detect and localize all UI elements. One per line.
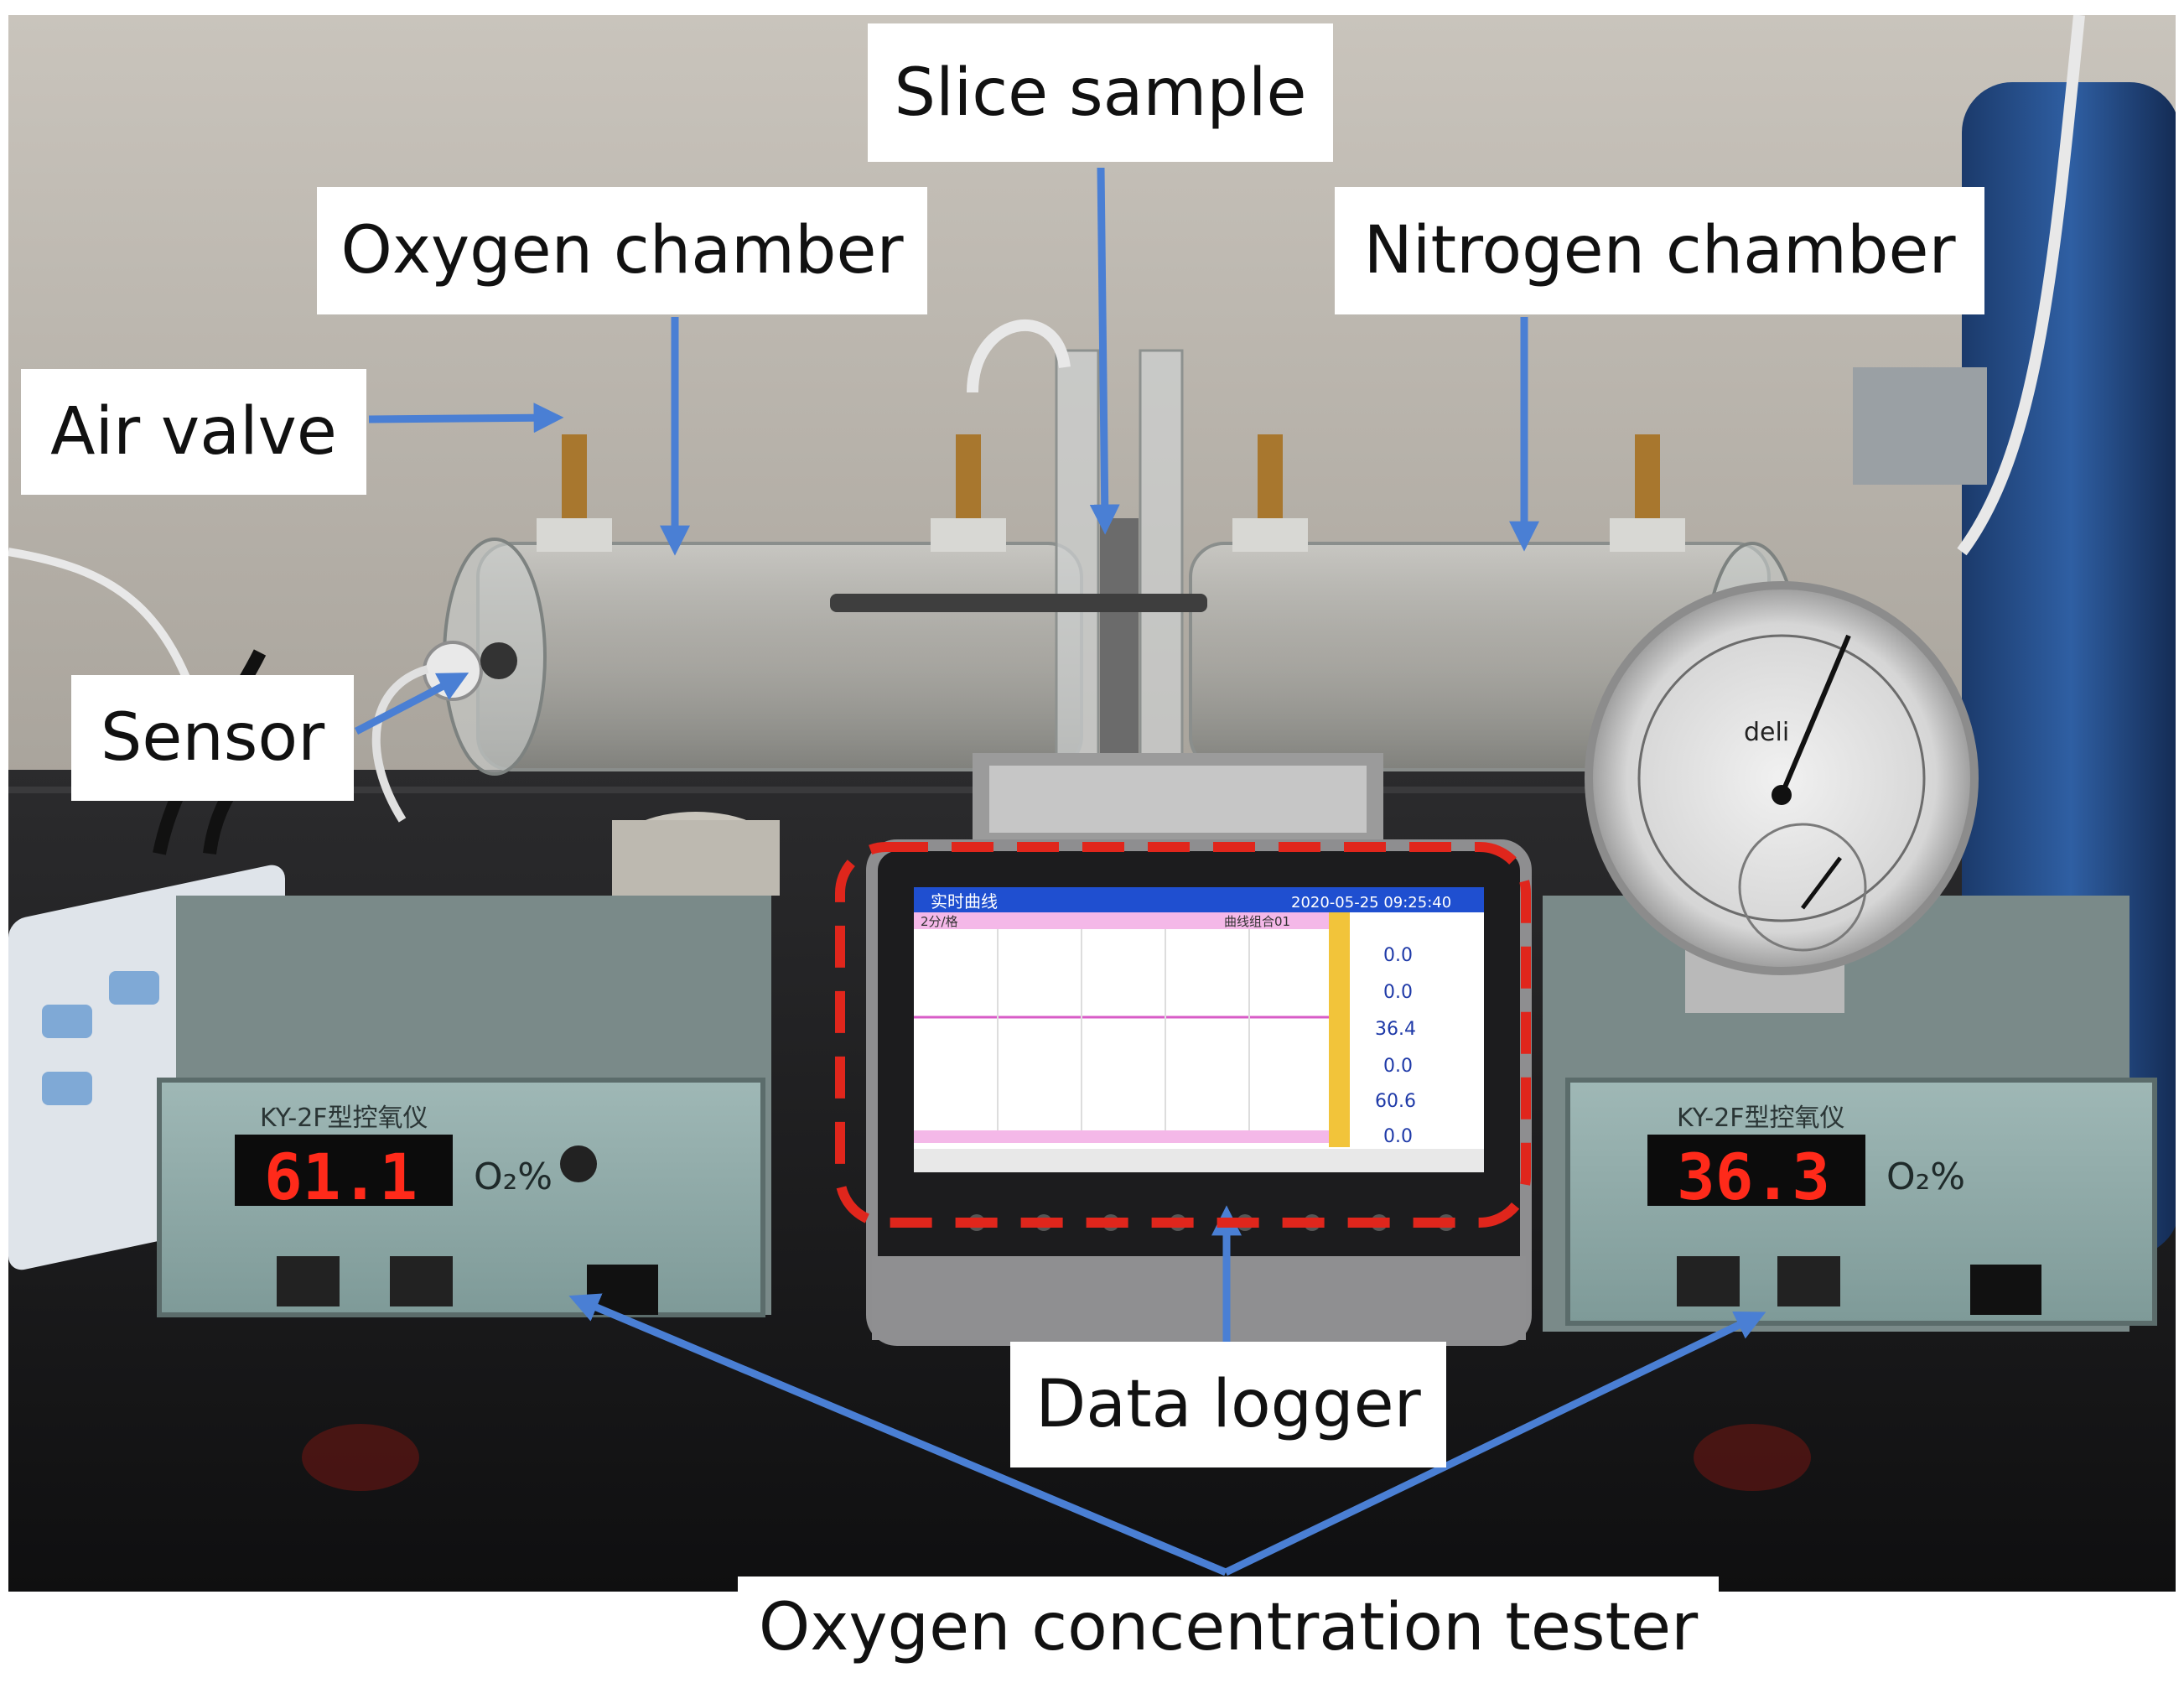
label-oxygen-chamber: Oxygen chamber <box>317 187 927 314</box>
svg-text:2分/格: 2分/格 <box>921 914 958 929</box>
svg-text:KY-2F型控氧仪: KY-2F型控氧仪 <box>1677 1104 1845 1133</box>
svg-text:0.0: 0.0 <box>1383 1126 1413 1147</box>
svg-text:2020-05-25 09:25:40: 2020-05-25 09:25:40 <box>1291 894 1451 912</box>
svg-text:曲线组合01: 曲线组合01 <box>1224 914 1290 929</box>
air-valves <box>537 434 1685 552</box>
svg-text:61.1: 61.1 <box>264 1140 418 1214</box>
label-air-valve: Air valve <box>21 369 366 495</box>
svg-text:0.0: 0.0 <box>1383 982 1413 1003</box>
svg-text:O₂%: O₂% <box>1886 1156 1965 1198</box>
svg-text:deli: deli <box>1744 718 1789 747</box>
hygrometer: deli <box>1585 581 1979 1013</box>
left-oxygen-tester: 61.1 O₂% KY-2F型控氧仪 <box>157 896 771 1317</box>
label-slice-sample: Slice sample <box>868 23 1333 162</box>
svg-text:实时曲线: 实时曲线 <box>931 891 998 912</box>
svg-text:36.3: 36.3 <box>1677 1140 1830 1214</box>
oxygen-chamber-tube <box>443 538 1083 776</box>
svg-text:60.6: 60.6 <box>1375 1091 1416 1112</box>
svg-text:O₂%: O₂% <box>474 1156 552 1198</box>
svg-text:36.4: 36.4 <box>1375 1019 1416 1040</box>
data-logger-device: 实时曲线 2020-05-25 09:25:40 2分/格 曲线组合01 0.0… <box>866 839 1532 1346</box>
label-oxygen-concentration-tester: Oxygen concentration tester <box>738 1577 1719 1679</box>
label-data-logger: Data logger <box>1010 1342 1446 1467</box>
svg-text:0.0: 0.0 <box>1383 945 1413 966</box>
svg-text:0.0: 0.0 <box>1383 1056 1413 1077</box>
svg-text:KY-2F型控氧仪: KY-2F型控氧仪 <box>260 1104 428 1133</box>
label-sensor: Sensor <box>71 675 354 801</box>
label-nitrogen-chamber: Nitrogen chamber <box>1335 187 1984 314</box>
